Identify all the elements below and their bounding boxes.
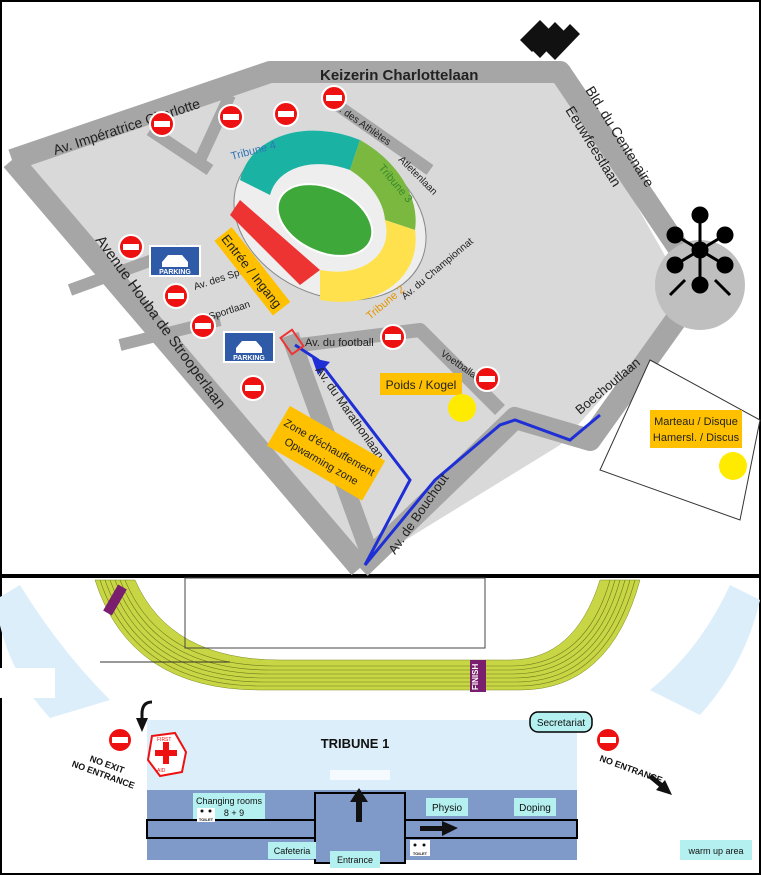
road-athletes (326, 95, 434, 175)
road-bouchout (352, 293, 699, 576)
car-icon (162, 255, 188, 267)
cafeteria-label: Cafeteria (274, 846, 311, 856)
track-lanes (99, 579, 636, 687)
parking-sign-2: PARKING (223, 331, 275, 363)
shot-put-label-bg (380, 373, 462, 395)
arrow-icon (136, 718, 148, 732)
no-entry-icon (190, 313, 216, 339)
finish-label: FINISH (471, 664, 480, 690)
no-entry-icon (595, 727, 621, 753)
no-entry-icon (474, 366, 500, 392)
toilet-icon: TOILET (197, 808, 215, 822)
toilet-icon: TOILET (410, 840, 430, 856)
hammer-line2: Hamersl. / Discus (653, 432, 740, 444)
hammer-label-bg (650, 410, 742, 448)
parking-sign-1: PARKING (149, 245, 201, 277)
tribune-2-stand (320, 220, 416, 302)
physio-label: Physio (432, 803, 462, 814)
arrow-icon (140, 700, 153, 722)
entrance-label: Entrance (337, 855, 373, 865)
road-football (299, 323, 505, 415)
shot-put-circle (448, 394, 476, 422)
tribune-title: TRIBUNE 1 (321, 736, 390, 751)
changing-rooms-line2: 8 + 9 (224, 808, 244, 818)
finish-marker (470, 660, 486, 692)
access-route (294, 343, 601, 566)
arrow-icon (420, 821, 458, 836)
no-entry-icon (273, 101, 299, 127)
field-lines (184, 577, 486, 649)
atomium-icon (666, 206, 734, 297)
first-aid-line1: FIRST (157, 737, 171, 743)
arrow-icon (350, 788, 368, 822)
tribune-3-stand (350, 140, 416, 230)
entrance-box (330, 851, 380, 868)
no-entry-icon (118, 234, 144, 260)
cafeteria-box (268, 842, 316, 859)
no-entry-icon (240, 375, 266, 401)
warm-up-label: warm up area (687, 846, 743, 856)
parking-text: PARKING (233, 355, 265, 362)
secretariat-label: Secretariat (537, 718, 586, 729)
secretariat-box (529, 711, 593, 733)
physio-box (426, 798, 468, 816)
arrow-icon (312, 358, 330, 375)
road-houba (3, 152, 369, 576)
stand-right (650, 585, 760, 715)
park-area (20, 70, 690, 568)
parking-text: PARKING (159, 269, 191, 276)
hammer-line1: Marteau / Disque (654, 416, 738, 428)
tribune-1-stand (230, 200, 320, 285)
no-entry-icon (218, 104, 244, 130)
tribune-4-stand (240, 130, 360, 195)
no-entry-icon (321, 85, 347, 111)
bottom-map: FINISH TRIBUNE 1 Secretariat Cha (0, 576, 761, 875)
shot-put-label: Poids / Kogel (386, 378, 457, 392)
toilet-label: TOILET (413, 851, 428, 856)
no-entry-icon (149, 111, 175, 137)
track-marker (103, 584, 127, 616)
hammer-circle (719, 452, 747, 480)
car-icon (236, 341, 262, 353)
road-football: Av. du football (305, 337, 374, 349)
warm-up-box (680, 840, 752, 860)
top-map: Keizerin Charlottelaan Av. Impératrice C… (0, 0, 761, 576)
no-entry-icon (107, 727, 133, 753)
no-entry-icon (380, 324, 406, 350)
first-aid-line2: AID (157, 768, 166, 774)
tribune-blur (330, 770, 390, 780)
entry-gate (279, 328, 305, 356)
no-entry-icon (163, 283, 189, 309)
logo-icon (520, 20, 580, 60)
doping-label: Doping (519, 803, 551, 814)
doping-box (514, 798, 556, 816)
toilet-label: TOILET (199, 817, 214, 822)
changing-rooms-line1: Changing rooms (196, 796, 263, 806)
first-aid-icon: FIRST AID (146, 731, 188, 778)
blank-patch (0, 668, 55, 698)
pitch (276, 183, 374, 257)
arrow-icon (648, 774, 672, 795)
road-keizerin: Keizerin Charlottelaan (320, 67, 478, 84)
stadium (230, 130, 427, 302)
road-outer-north (8, 61, 710, 287)
